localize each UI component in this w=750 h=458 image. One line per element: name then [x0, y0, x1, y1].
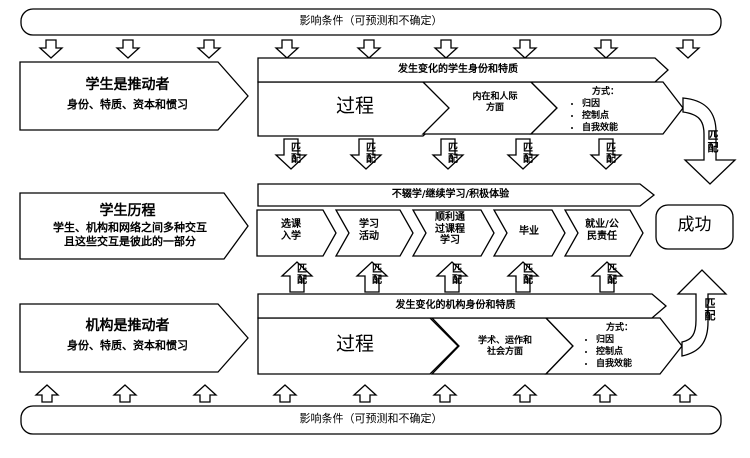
institutions-match-arrow — [676, 269, 728, 357]
institutions-method-item: 控制点 — [596, 346, 633, 358]
match-down-label: 匹配 — [291, 143, 301, 165]
match-up-label: 匹配 — [452, 264, 462, 286]
students-agent-subtitle: 身份、特质、资本和惯习 — [67, 98, 188, 111]
stage-1-shape — [256, 209, 337, 257]
students-method-item: 控制点 — [582, 110, 619, 122]
institutions-agent-subtitle: 身份、特质、资本和惯习 — [67, 339, 188, 352]
bottom-up-arrows — [34, 384, 698, 403]
top-down-arrows — [38, 39, 701, 59]
stage-5-label: 就业/公 民责任 — [572, 219, 632, 242]
institutions-methods-chevron — [544, 317, 683, 375]
students-method-item: 自我效能 — [582, 122, 619, 134]
stage-1-line: 入学 — [281, 230, 301, 242]
bottom-banner-label: 影响条件（可预测和不确定） — [299, 412, 443, 425]
journey-arrow-label: 不辍学/继续学习/积极体验 — [391, 189, 510, 200]
stage-5-shape — [563, 209, 644, 257]
stage-2-shape — [334, 209, 414, 257]
stage-3-shape — [411, 209, 495, 257]
match-up-label: 匹配 — [297, 264, 307, 286]
institutions-agent-shape — [19, 303, 249, 373]
success-label: 成功 — [677, 215, 712, 235]
top-banner-label: 影响条件（可预测和不确定） — [299, 14, 443, 27]
journey-title: 学生历程 — [99, 203, 156, 219]
institutions-methods: 方式： 归因 控制点 自我效能 — [584, 322, 633, 371]
institutions-arrow-label: 发生变化的机构身份和特质 — [395, 300, 516, 311]
bottom-banner-box — [20, 405, 722, 435]
stage-4-label: 毕业 — [503, 226, 555, 238]
institutions-match-up-arrows — [280, 261, 624, 293]
top-banner-box — [20, 8, 722, 36]
stage-1-label: 选课 入学 — [260, 219, 322, 242]
journey-subtitle-1: 学生、机构和网络之间多种交互 — [53, 221, 207, 234]
students-methods-chevron — [529, 81, 684, 135]
journey-shape — [19, 192, 249, 260]
students-methods: 方式： 归因 控制点 自我效能 — [570, 86, 619, 135]
students-inner-label-1: 内在和人际 — [472, 92, 518, 102]
stage-5-line: 就业/公 — [585, 219, 619, 230]
institutions-inner-label-1: 学术、运作和 — [477, 336, 532, 346]
institutions-top-arrow — [257, 293, 667, 319]
stage-3-line: 顺利通 — [435, 212, 465, 223]
stage-4-line: 毕业 — [519, 226, 539, 237]
stage-1-line: 选课 — [281, 219, 301, 230]
stage-3-line: 过课程 — [435, 223, 465, 235]
students-top-arrow — [257, 57, 669, 83]
students-match-down-arrows — [274, 138, 623, 170]
students-inner-label-2: 方面 — [485, 103, 504, 113]
match-down-label: 匹配 — [523, 143, 533, 165]
students-arrow-label: 发生变化的学生身份和特质 — [398, 64, 518, 75]
institutions-agent-title: 机构是推动者 — [85, 318, 170, 334]
institutions-inner-label-2: 社会方面 — [486, 347, 523, 357]
journey-subtitle-2: 且这些交互是彼此的一部分 — [64, 235, 196, 248]
match-up-label: 匹配 — [607, 264, 617, 286]
institutions-method-item: 归因 — [596, 334, 633, 346]
journey-top-arrow — [257, 183, 656, 207]
students-process-label: 过程 — [335, 95, 374, 117]
match-down-label: 匹配 — [448, 143, 458, 165]
success-box — [655, 204, 734, 250]
match-down-label: 匹配 — [606, 143, 616, 165]
institutions-methods-title: 方式： — [606, 323, 634, 333]
institutions-process-label: 过程 — [335, 333, 374, 355]
stage-4-shape — [492, 209, 566, 257]
students-agent-title: 学生是推动者 — [85, 77, 170, 93]
match-up-label: 匹配 — [523, 264, 533, 286]
stage-5-line: 民责任 — [587, 230, 617, 242]
stage-2-line: 学习 — [359, 219, 379, 230]
students-method-item: 归因 — [582, 98, 619, 110]
stage-3-line: 学习 — [440, 235, 460, 246]
institutions-method-item: 自我效能 — [596, 358, 633, 370]
stage-3-label: 顺利通 过课程 学习 — [420, 212, 480, 247]
stage-2-label: 学习 活动 — [345, 219, 393, 242]
students-side-match-label: 匹配 — [707, 129, 719, 154]
students-methods-title: 方式： — [592, 87, 620, 97]
match-up-label: 匹配 — [372, 264, 382, 286]
institutions-side-match-label: 匹配 — [704, 297, 716, 322]
stage-2-line: 活动 — [359, 230, 379, 242]
match-down-label: 匹配 — [366, 143, 376, 165]
students-match-arrow — [682, 97, 737, 185]
students-agent-shape — [19, 61, 249, 131]
